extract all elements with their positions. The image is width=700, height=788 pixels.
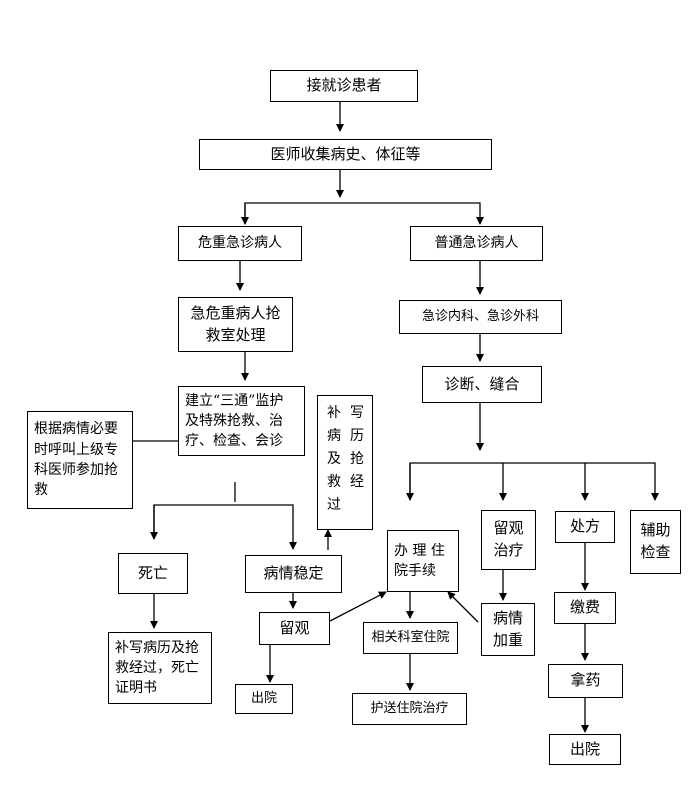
node-ward: 相关科室住院	[363, 622, 458, 654]
node-worsen: 病情 加重	[481, 603, 535, 656]
supp-c2-4: 经	[350, 474, 364, 490]
node-discharge-left: 出院	[235, 684, 293, 714]
supp-c1-4: 救	[327, 474, 341, 490]
node-discharge-right-label: 出院	[569, 739, 600, 758]
supp-c2-1: 写	[350, 405, 364, 421]
node-regular-patient: 普通急诊病人	[410, 226, 543, 261]
node-death: 死亡	[118, 553, 188, 594]
node-collect-history: 医师收集病史、体征等	[199, 139, 492, 170]
node-critical-patient: 危重急诊病人	[178, 226, 302, 261]
node-call-senior: 根据病情必要 时呼叫上级专 科医师参加抢 救	[27, 411, 133, 509]
node-observe-label: 留观	[279, 618, 310, 637]
supp-c1-3: 及	[327, 451, 341, 467]
supp-c1-1: 补	[327, 405, 341, 421]
node-death-doc-line-3: 证明书	[115, 680, 157, 697]
node-pay: 缴费	[554, 592, 616, 624]
node-prescription: 处方	[555, 511, 615, 543]
node-emergency-clinics: 急诊内科、急诊外科	[399, 300, 562, 334]
node-diagnose-label: 诊断、缝合	[444, 374, 520, 393]
node-aux-exam-line-2: 检查	[640, 543, 671, 561]
node-setup-line-2: 及特殊抢救、治	[185, 412, 283, 429]
node-admission: 办 理 住 院手续	[387, 530, 459, 592]
node-death-document: 补写病历及抢 救经过，死亡 证明书	[108, 632, 212, 704]
node-death-label: 死亡	[137, 563, 168, 582]
split-line-top	[244, 202, 484, 225]
node-observe-treat-line-2: 治疗	[493, 541, 524, 559]
node-consult-line-3: 科医师参加抢	[34, 462, 118, 478]
node-discharge-right: 出院	[549, 734, 621, 765]
node-worsen-line-1: 病情	[492, 608, 523, 627]
node-death-doc-line-2: 救经过，死亡	[115, 659, 199, 676]
node-admission-line-2: 院手续	[394, 563, 436, 579]
node-setup-line-1: 建立“三通”监护	[185, 392, 284, 409]
node-regular-label: 普通急诊病人	[434, 235, 519, 252]
supp-c1-2: 病	[327, 428, 341, 444]
node-rescue-line-1: 急危重病人抢	[190, 303, 281, 322]
node-rescue-room: 急危重病人抢 救室处理	[178, 297, 293, 352]
node-supplement-record: 补 病 及 救 过 写 历 抢 经	[317, 395, 373, 530]
node-death-doc-line-1: 补写病历及抢	[115, 639, 199, 656]
node-critical-label: 危重急诊病人	[198, 235, 282, 252]
node-clinics-label: 急诊内科、急诊外科	[421, 308, 539, 324]
node-stable-label: 病情稳定	[263, 564, 324, 583]
node-observe: 留观	[259, 612, 330, 645]
node-history-label: 医师收集病史、体征等	[270, 144, 421, 163]
node-consult-line-1: 根据病情必要	[34, 421, 118, 438]
node-consult-line-2: 时呼叫上级专	[34, 441, 118, 458]
node-diagnose-suture: 诊断、缝合	[422, 366, 542, 403]
node-setup-line-3: 疗、检查、会诊	[185, 433, 283, 450]
node-aux-exam-line-1: 辅助	[640, 521, 671, 540]
supp-c2-2: 历	[350, 428, 364, 444]
node-stable: 病情稳定	[245, 555, 342, 593]
node-discharge-left-label: 出院	[250, 690, 277, 706]
node-ward-label: 相关科室住院	[371, 629, 450, 645]
supp-c2-3: 抢	[350, 451, 364, 467]
node-setup-monitoring: 建立“三通”监护 及特殊抢救、治 疗、检查、会诊	[178, 386, 305, 456]
node-pay-label: 缴费	[569, 598, 600, 617]
node-medicine-label: 拿药	[570, 671, 601, 690]
node-admission-line-1: 办 理 住	[394, 542, 445, 559]
node-rescue-line-2: 救室处理	[205, 325, 266, 344]
node-receive-patient: 接就诊患者	[270, 70, 418, 102]
node-observe-treat-line-1: 留观	[493, 519, 524, 538]
node-escort-label: 护送住院治疗	[370, 700, 449, 716]
node-medicine: 拿药	[548, 664, 623, 698]
supp-c1-5: 过	[327, 497, 341, 513]
node-aux-exam: 辅助 检查	[630, 510, 681, 574]
node-prescription-label: 处方	[569, 517, 600, 536]
node-observe-treat: 留观 治疗	[481, 510, 536, 570]
node-consult-line-4: 救	[34, 482, 48, 499]
node-worsen-line-2: 加重	[492, 630, 523, 649]
node-escort: 护送住院治疗	[352, 693, 467, 725]
node-receive-label: 接就诊患者	[306, 76, 382, 95]
